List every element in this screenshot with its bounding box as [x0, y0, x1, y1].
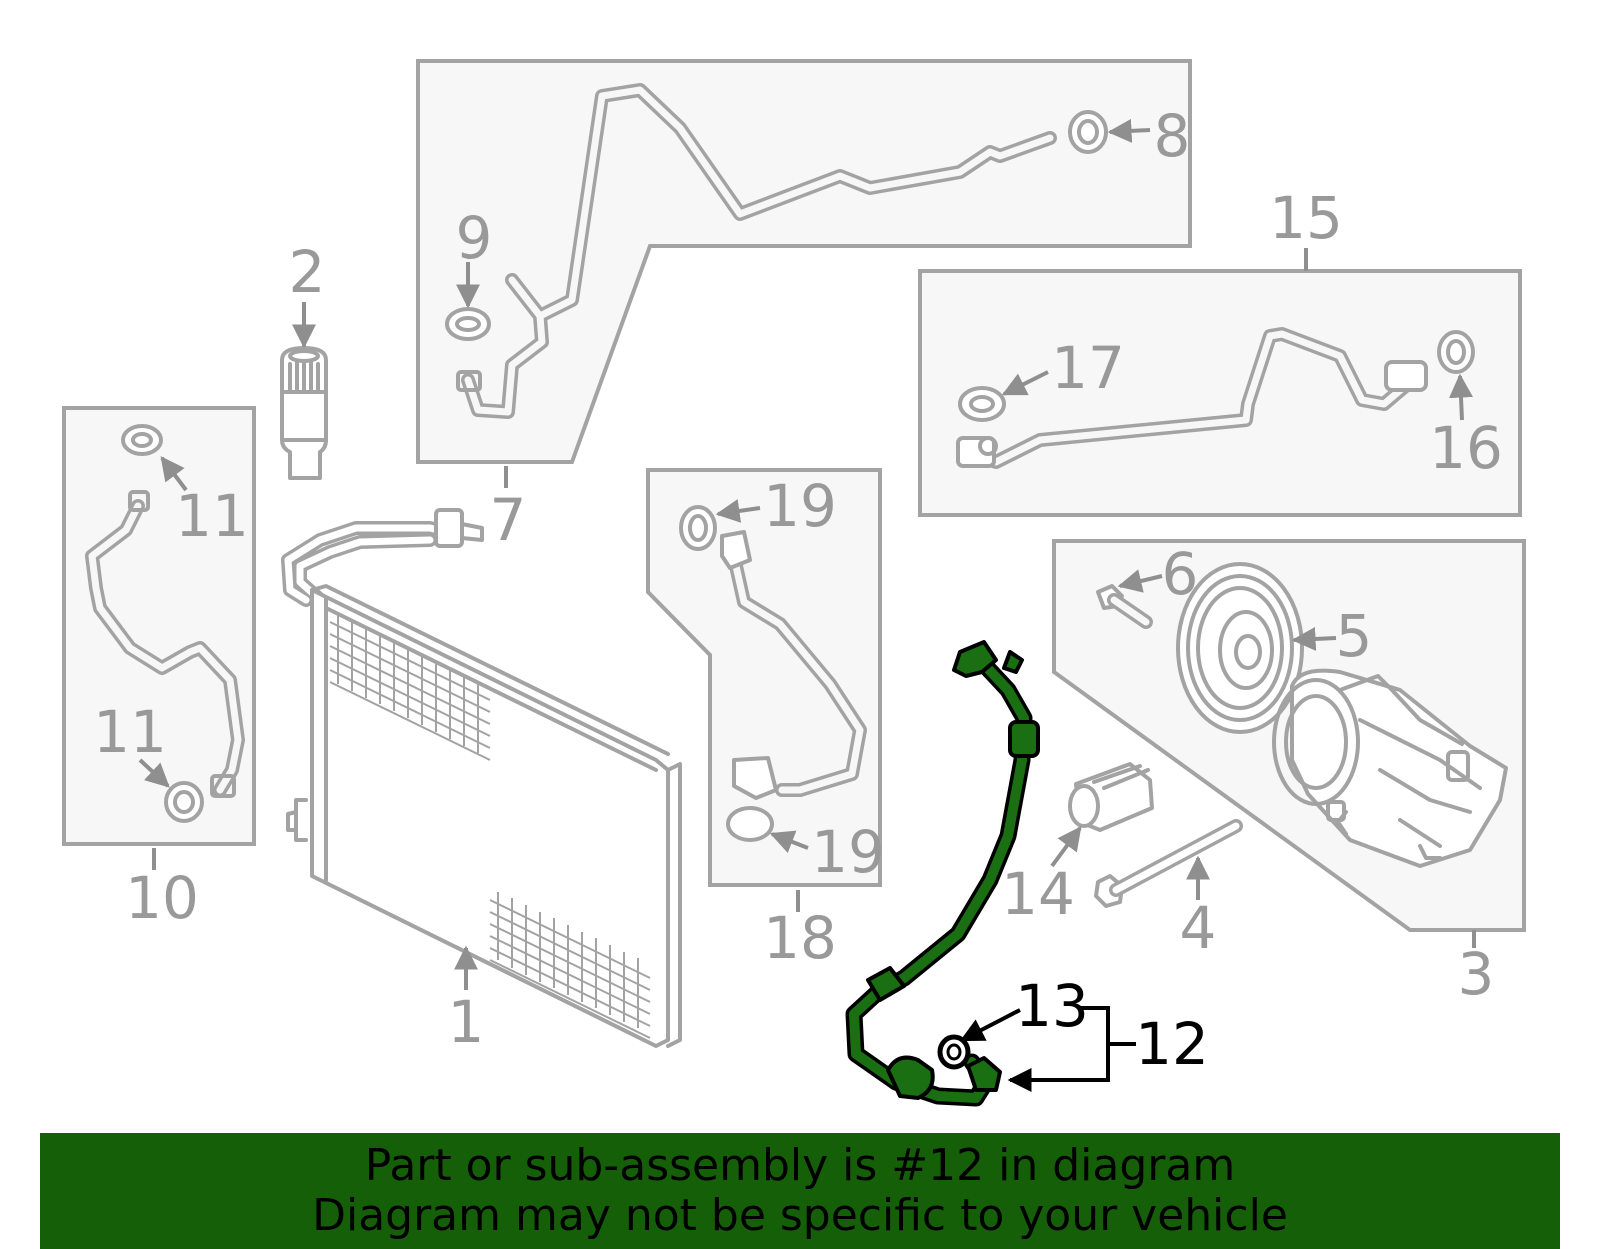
callout-18: 18 — [763, 904, 837, 972]
o-ring-9 — [445, 307, 491, 341]
banner-line-1: Part or sub-assembly is #12 in diagram — [364, 1140, 1236, 1191]
callout-12: 12 — [1135, 1010, 1209, 1078]
callout-19-top: 19 — [763, 472, 837, 540]
callout-8: 8 — [1154, 102, 1191, 170]
o-ring-8 — [1068, 110, 1108, 154]
callout-16: 16 — [1429, 414, 1503, 482]
callout-15: 15 — [1269, 184, 1343, 252]
callout-11-top: 11 — [175, 482, 249, 550]
callout-13: 13 — [1015, 972, 1089, 1040]
callout-5: 5 — [1336, 602, 1373, 670]
part-2-drier[interactable] — [280, 346, 328, 480]
callout-4: 4 — [1180, 894, 1217, 962]
panel-part-3[interactable] — [1052, 539, 1526, 932]
part-4-bolt[interactable] — [1094, 819, 1243, 908]
banner-line-2: Diagram may not be specific to your vehi… — [312, 1190, 1288, 1241]
o-ring-19-bottom — [726, 806, 774, 842]
callout-19-bottom: 19 — [811, 818, 885, 886]
leader-lines — [138, 118, 1476, 1092]
callout-17: 17 — [1051, 334, 1125, 402]
o-ring-11-top — [121, 424, 163, 456]
callout-9: 9 — [456, 204, 493, 272]
callout-1: 1 — [448, 988, 485, 1056]
callout-labels: 1 2 3 4 5 6 7 8 9 10 11 11 12 13 14 15 1… — [93, 102, 1503, 1078]
panel-part-7[interactable] — [416, 59, 1192, 464]
callout-10: 10 — [125, 864, 199, 932]
o-ring-16 — [1437, 330, 1475, 374]
part-14[interactable] — [1068, 762, 1154, 832]
callout-14: 14 — [1001, 860, 1075, 928]
callout-3: 3 — [1458, 940, 1495, 1008]
callout-2: 2 — [289, 238, 326, 306]
callout-6: 6 — [1162, 540, 1199, 608]
part-1-condenser[interactable] — [281, 508, 682, 1048]
callout-11-bottom: 11 — [93, 698, 167, 766]
o-ring-13 — [937, 1034, 971, 1070]
info-banner: Part or sub-assembly is #12 in diagram D… — [40, 1133, 1560, 1249]
o-ring-19-top — [679, 505, 717, 551]
o-ring-11-bottom — [164, 781, 204, 823]
part-12-hose[interactable] — [845, 640, 1040, 1107]
callout-7: 7 — [490, 486, 527, 554]
panel-part-18[interactable] — [646, 468, 882, 887]
o-ring-17 — [958, 386, 1006, 422]
